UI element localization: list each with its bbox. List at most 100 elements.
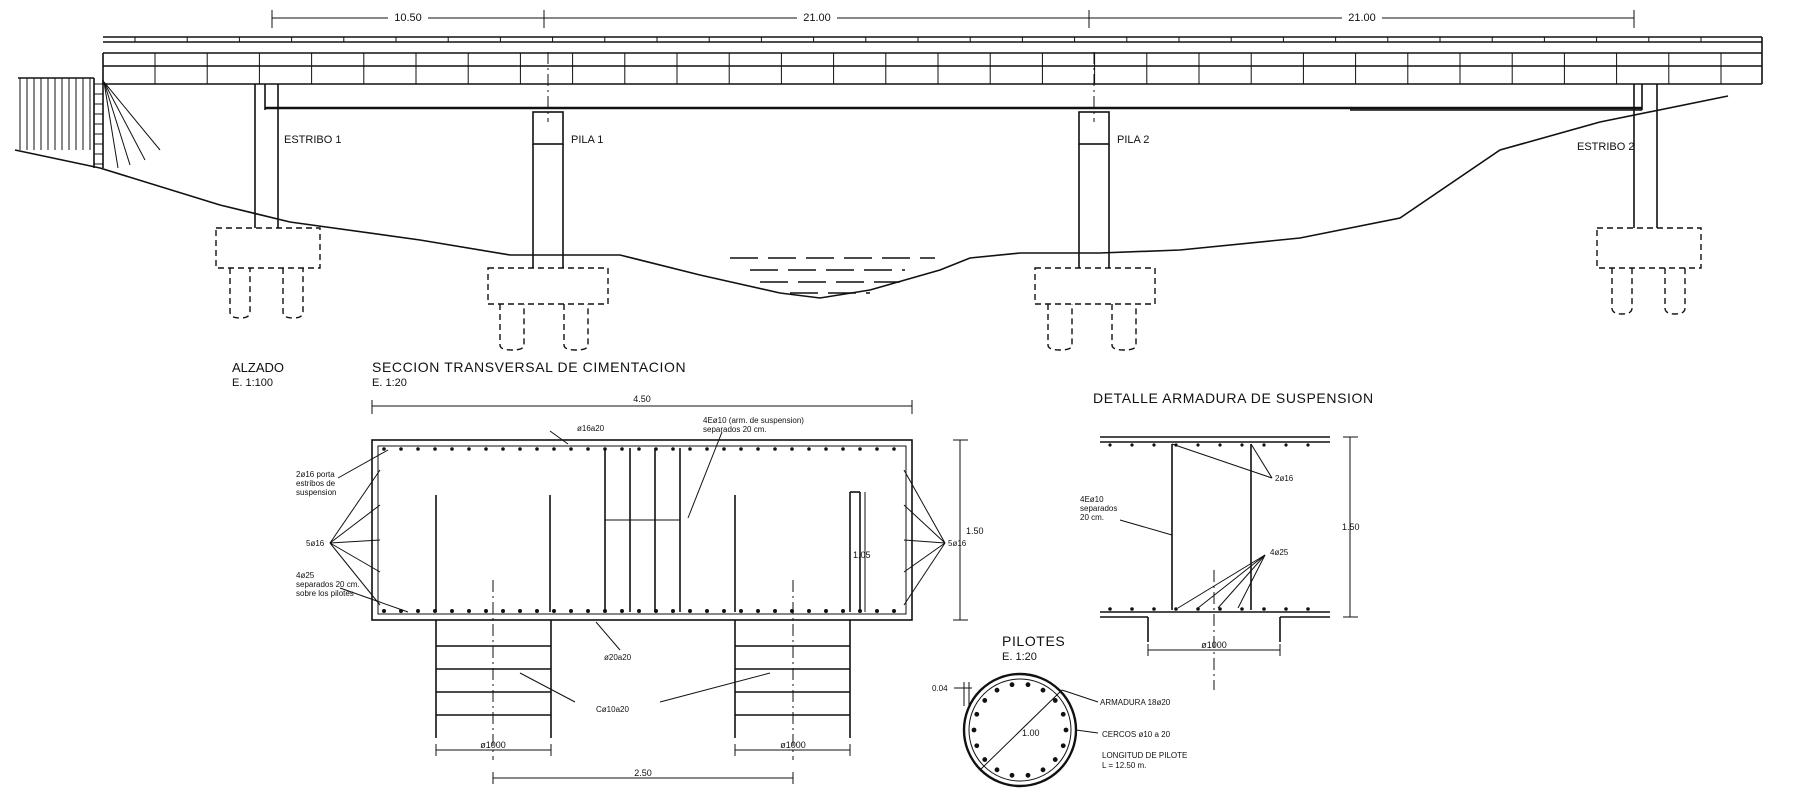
pile-ring-bar (1052, 698, 1058, 703)
span-dim-2: 21.00 (803, 12, 831, 24)
bottom-bar (824, 609, 828, 613)
detail-note-stirrups-2: separados (1080, 504, 1117, 513)
pile-dim-right: ø1000 (780, 740, 806, 750)
bottom-bar (569, 609, 573, 613)
top-bar (705, 447, 709, 451)
pier-1: PILA 1 (487, 52, 609, 351)
piles-title: PILOTES (1002, 633, 1065, 649)
detail-note-stirrups-3: 20 cm. (1080, 513, 1104, 522)
top-bar (756, 447, 760, 451)
detail-top-bar (1284, 443, 1288, 447)
detail-top-bar (1196, 443, 1200, 447)
pile-ring-bar (1025, 772, 1031, 778)
bottom-bar (892, 609, 896, 613)
bottom-bar (382, 609, 386, 613)
bottom-bar (518, 609, 522, 613)
top-bar (535, 447, 539, 451)
top-bar (773, 447, 777, 451)
bottom-bar (484, 609, 488, 613)
abutment-2-label: ESTRIBO 2 (1577, 141, 1634, 153)
section-inner-height-dim: 1.05 (853, 550, 871, 560)
top-bar (722, 447, 726, 451)
top-bar (739, 447, 743, 451)
section-width-dim: 4.50 (633, 394, 651, 404)
piles-length-value: L = 12.50 m. (1102, 761, 1146, 770)
ground-profile (14, 95, 1729, 299)
note-holder-3: suspension (296, 488, 336, 497)
piles-length-label: LONGITUD DE PILOTE (1102, 751, 1187, 760)
pile-ring-bar (1060, 743, 1066, 749)
top-bar (688, 447, 692, 451)
abutment-2: ESTRIBO 2 (1577, 84, 1702, 315)
pile-ring-bar (1060, 711, 1066, 717)
top-bar (620, 447, 624, 451)
detail-top-bar (1108, 443, 1112, 447)
bottom-bar (773, 609, 777, 613)
top-bar (433, 447, 437, 451)
top-bar (382, 447, 386, 451)
bottom-bar (807, 609, 811, 613)
top-bar (416, 447, 420, 451)
bottom-bar (671, 609, 675, 613)
bottom-bar (722, 609, 726, 613)
top-bar (586, 447, 590, 451)
abutment-1-label: ESTRIBO 1 (284, 134, 341, 146)
suspension-detail: DETALLE ARMADURA DE SUSPENSION 1.50 ø100… (1080, 390, 1374, 690)
top-bar (858, 447, 862, 451)
detail-note-top-bars: 2ø16 (1275, 474, 1294, 483)
bottom-bar (705, 609, 709, 613)
detail-title: DETALLE ARMADURA DE SUSPENSION (1093, 390, 1374, 406)
top-bar (467, 447, 471, 451)
top-bar (484, 447, 488, 451)
pier-1-label: PILA 1 (571, 134, 603, 146)
pile-ring-bar (994, 767, 1000, 773)
detail-bottom-bar (1196, 607, 1200, 611)
section-height-dim: 1.50 (966, 526, 984, 536)
bottom-bar (620, 609, 624, 613)
detail-bottom-bar (1306, 607, 1310, 611)
top-bar (892, 447, 896, 451)
pile-ring-bar (974, 743, 980, 749)
bottom-bar (552, 609, 556, 613)
pile-ring-bar (994, 687, 1000, 693)
section-leaders (329, 430, 946, 703)
piles-scale: E. 1:20 (1002, 651, 1037, 663)
top-bar (501, 447, 505, 451)
bottom-bar (467, 609, 471, 613)
bottom-bar (637, 609, 641, 613)
section-piles (435, 620, 851, 738)
bottom-bar (535, 609, 539, 613)
detail-top-bar (1262, 443, 1266, 447)
section-scale: E. 1:20 (372, 377, 407, 389)
detail-bottom-bar (1262, 607, 1266, 611)
pile-ring-bar (982, 698, 988, 703)
piles-reinforcement: ARMADURA 18ø20 (1100, 698, 1171, 707)
foundation-section: SECCION TRANSVERSAL DE CIMENTACION E. 1:… (296, 359, 984, 784)
detail-top-bar (1218, 443, 1222, 447)
bottom-bar (586, 609, 590, 613)
pier-2-label: PILA 2 (1117, 134, 1149, 146)
top-bar (637, 447, 641, 451)
top-bar (875, 447, 879, 451)
top-bar (399, 447, 403, 451)
pile-ring-bar (974, 711, 980, 717)
top-bar (552, 447, 556, 451)
span-dimensions: 10.50 21.00 21.00 (271, 10, 1635, 28)
elevation-view: 10.50 21.00 21.00 (14, 10, 1763, 389)
note-side-right: 5ø16 (948, 539, 967, 548)
note-top-bars: ø16a20 (577, 424, 605, 433)
detail-note-bottom-bars: 4ø25 (1270, 548, 1289, 557)
top-bar (450, 447, 454, 451)
note-bottom-2: separados 20 cm. (296, 580, 360, 589)
detail-pile-dim: ø1000 (1201, 640, 1227, 650)
detail-top-bar (1306, 443, 1310, 447)
note-bottom-3: sobre los pilotes (296, 589, 354, 598)
top-bar (518, 447, 522, 451)
bottom-bar (739, 609, 743, 613)
pile-ring-bar (1052, 757, 1058, 762)
bridge-deck (102, 36, 1763, 111)
note-side-left: 5ø16 (306, 539, 325, 548)
note-bottom-1: 4ø25 (296, 571, 315, 580)
elevation-scale: E. 1:100 (232, 377, 273, 389)
detail-bottom-bar (1240, 607, 1244, 611)
